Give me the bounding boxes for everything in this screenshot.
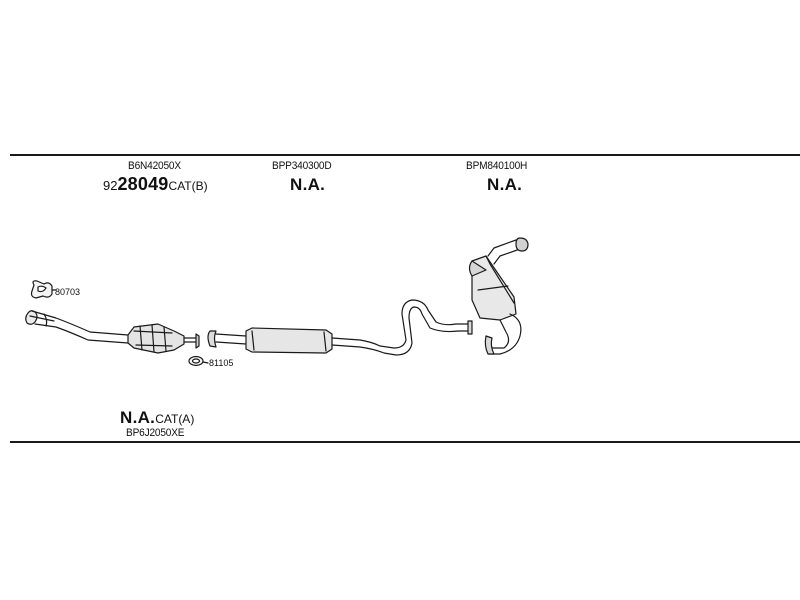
- part-number-suffix: CAT(B): [168, 179, 208, 193]
- catalytic-converter: [127, 323, 200, 354]
- rear-muffler: [468, 237, 529, 355]
- accessory-label-bracket: 80703: [55, 287, 81, 297]
- part-code-rear-muffler: BPM840100H: [466, 160, 528, 172]
- center-pipe-muffler: [245, 299, 473, 356]
- part-number-catalytic-a-main: N.A.: [120, 408, 156, 427]
- part-number-catalytic-a: N.A.CAT(A): [120, 409, 194, 427]
- bracket-clip: [30, 280, 57, 299]
- part-number-prefix: 92: [103, 178, 118, 193]
- bottom-divider: [10, 441, 800, 443]
- part-number-main: 28049: [117, 174, 169, 194]
- flange-joint: [207, 330, 247, 348]
- part-code-center-pipe: BPP340300D: [272, 160, 332, 172]
- part-code-catalytic-a: BP6J2050XE: [126, 427, 185, 439]
- part-number-catalytic-a-suffix: CAT(A): [155, 412, 195, 426]
- top-divider: [10, 154, 800, 156]
- part-number-rear-muffler: N.A.: [487, 175, 523, 194]
- accessory-label-gasket: 81105: [209, 358, 234, 368]
- gasket-ring: [188, 355, 209, 367]
- part-number-catalytic-b: 9228049CAT(B): [103, 175, 208, 194]
- part-number-center-pipe: N.A.: [290, 175, 326, 194]
- front-pipe: [25, 310, 129, 344]
- part-code-catalytic-b: B6N42050X: [128, 160, 181, 172]
